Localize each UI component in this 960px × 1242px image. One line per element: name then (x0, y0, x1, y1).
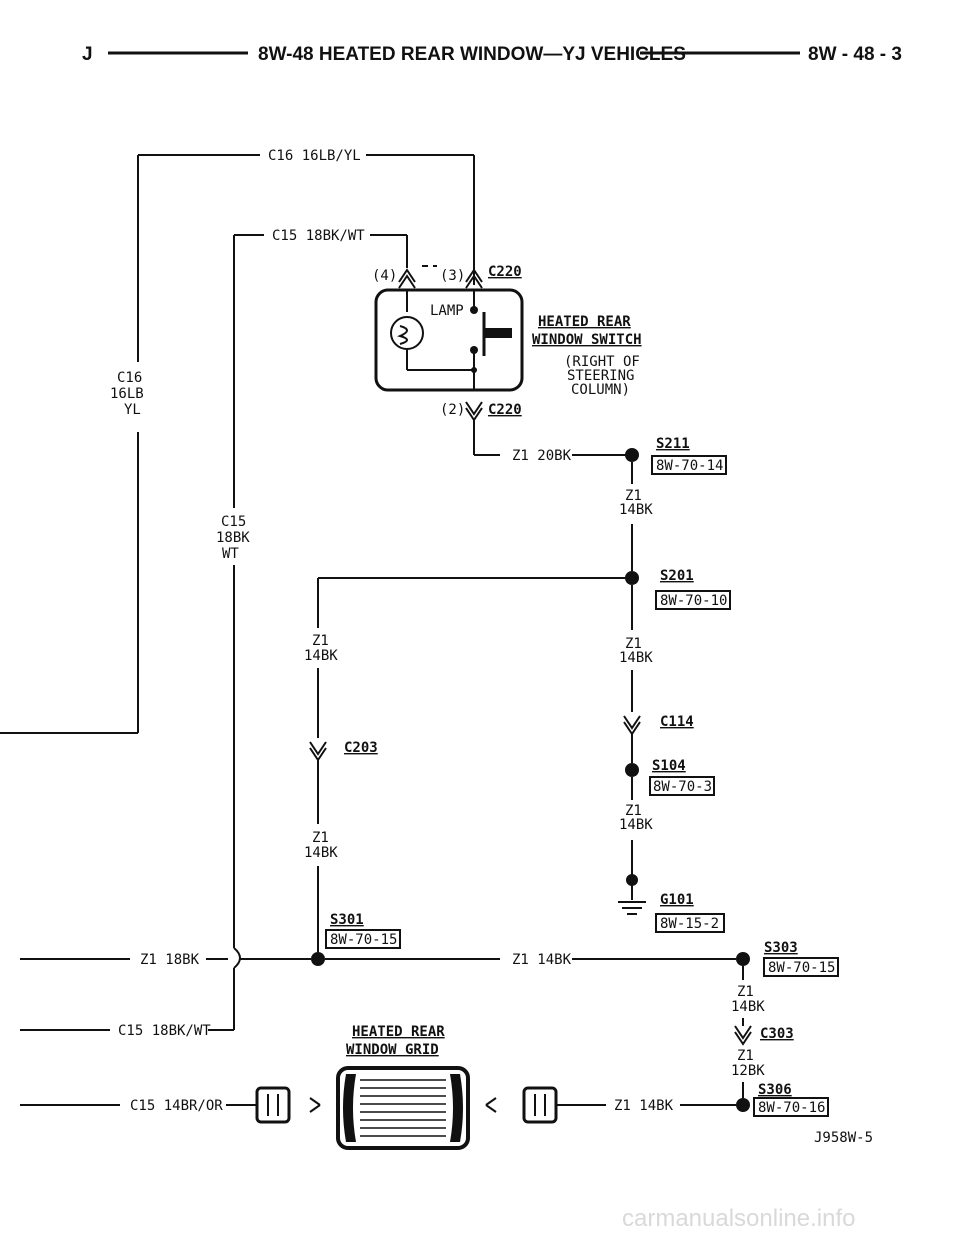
label-c15-vert-2: 18BK (216, 530, 250, 546)
connector-c220-top-label: C220 (488, 264, 522, 280)
splice-s104-label: S104 (652, 758, 686, 774)
label-z1-a1: Z1 (625, 488, 642, 504)
wire-c15: C15 18BK/WT C15 18BK WT C15 18BK/WT (20, 228, 408, 1039)
label-z1-14bk-grid: Z1 14BK (614, 1098, 674, 1114)
connector-c203: C203 (309, 740, 378, 762)
label-z1-d1: Z1 (312, 633, 329, 649)
label-z1-12bk-1: Z1 (737, 1048, 754, 1064)
ground-g101-ref: 8W-15-2 (660, 916, 719, 932)
pin-4-label: (4) (372, 268, 397, 284)
label-z1-18bk: Z1 18BK (140, 952, 200, 968)
heated-rear-window-grid: HEATED REAR WINDOW GRID C15 14BR/OR Z1 1… (20, 1024, 736, 1150)
connector-c220-bottom: (2) C220 Z1 20BK (440, 401, 630, 464)
figure-code: J958W-5 (814, 1130, 873, 1146)
label-z1-b1: Z1 (625, 636, 642, 652)
grid-title-1: HEATED REAR (352, 1024, 445, 1040)
splice-s211-ref: 8W-70-14 (656, 458, 723, 474)
splice-s306-label: S306 (758, 1082, 792, 1098)
pin-2-label: (2) (440, 402, 465, 418)
splice-s301: S301 8W-70-15 (311, 912, 401, 966)
label-c16-top: C16 16LB/YL (268, 148, 361, 164)
label-z1-e2: 14BK (304, 845, 338, 861)
splice-s201-ref: 8W-70-10 (660, 593, 727, 609)
connector-c303-label: C303 (760, 1026, 794, 1042)
label-z1-d2: 14BK (304, 648, 338, 664)
grid-connector-right-icon (522, 1086, 558, 1124)
label-z1-f1: Z1 (737, 984, 754, 1000)
ground-g101: G101 8W-15-2 (618, 874, 725, 933)
switch-location-3: COLUMN) (571, 382, 630, 398)
label-z1-f2: 14BK (731, 999, 765, 1015)
label-z1-c1: Z1 (625, 803, 642, 819)
splice-s306: S306 8W-70-16 (736, 1082, 829, 1117)
splice-s306-ref: 8W-70-16 (758, 1100, 825, 1116)
header-title: 8W-48 HEATED REAR WINDOW—YJ VEHICLES (258, 44, 686, 65)
label-z1-c2: 14BK (619, 817, 653, 833)
header-letter: J (82, 44, 93, 65)
splice-s303: S303 8W-70-15 (736, 940, 839, 977)
connector-c220-top: (4) (3) C220 (372, 264, 522, 289)
label-c15-vert-1: C15 (221, 514, 246, 530)
splice-s211-label: S211 (656, 436, 690, 452)
label-z1-12bk-2: 12BK (731, 1063, 765, 1079)
grid-connector-left-icon (255, 1086, 291, 1124)
switch-title-2: WINDOW SWITCH (532, 332, 642, 348)
label-z1-a2: 14BK (619, 502, 653, 518)
label-z1-20bk: Z1 20BK (512, 448, 572, 464)
ground-g101-label: G101 (660, 892, 694, 908)
grid-title-2: WINDOW GRID (346, 1042, 439, 1058)
wire-c16: C16 16LB/YL C16 16LB YL (0, 148, 475, 734)
splice-s303-label: S303 (764, 940, 798, 956)
page-header: J 8W-48 HEATED REAR WINDOW—YJ VEHICLES 8… (82, 44, 902, 65)
label-c15-top: C15 18BK/WT (272, 228, 365, 244)
lamp-label: LAMP (430, 303, 464, 319)
connector-c303: C303 (734, 1018, 794, 1046)
label-z1-e1: Z1 (312, 830, 329, 846)
label-c16-vert-1: C16 (117, 370, 142, 386)
header-page-ref: 8W - 48 - 3 (808, 44, 902, 65)
label-z1-b2: 14BK (619, 650, 653, 666)
connector-c203-label: C203 (344, 740, 378, 756)
splice-s301-ref: 8W-70-15 (330, 932, 397, 948)
splice-s303-ref: 8W-70-15 (768, 960, 835, 976)
switch-title-1: HEATED REAR (538, 314, 631, 330)
splice-s211: S211 8W-70-14 (625, 436, 727, 475)
label-c15-vert-3: WT (222, 546, 239, 562)
splice-s104: S104 8W-70-3 (625, 758, 715, 796)
label-z1-14bk-horiz: Z1 14BK (512, 952, 572, 968)
splice-s201-label: S201 (660, 568, 694, 584)
wire-z1-bus: Z1 18BK Z1 14BK (20, 952, 736, 968)
splice-s201: S201 8W-70-10 (625, 568, 731, 610)
heated-rear-window-switch: LAMP HEATED REAR WINDOW SWITCH (RIGHT OF… (374, 288, 642, 398)
lamp-icon (390, 316, 424, 350)
connector-c220-bottom-label: C220 (488, 402, 522, 418)
switch-location-1: (RIGHT OF (564, 354, 640, 370)
splice-s104-ref: 8W-70-3 (653, 779, 712, 795)
connector-c114-label: C114 (660, 714, 694, 730)
label-c16-vert-2: 16LB (110, 386, 144, 402)
switch-location-2: STEERING (567, 368, 634, 384)
label-c16-vert-3: YL (124, 402, 141, 418)
splice-s301-label: S301 (330, 912, 364, 928)
label-c15-14bror: C15 14BR/OR (130, 1098, 223, 1114)
watermark: carmanualsonline.info (622, 1205, 855, 1232)
pin-3-label: (3) (440, 268, 465, 284)
label-c15-bottom: C15 18BK/WT (118, 1023, 211, 1039)
connector-c114: C114 (623, 714, 694, 736)
